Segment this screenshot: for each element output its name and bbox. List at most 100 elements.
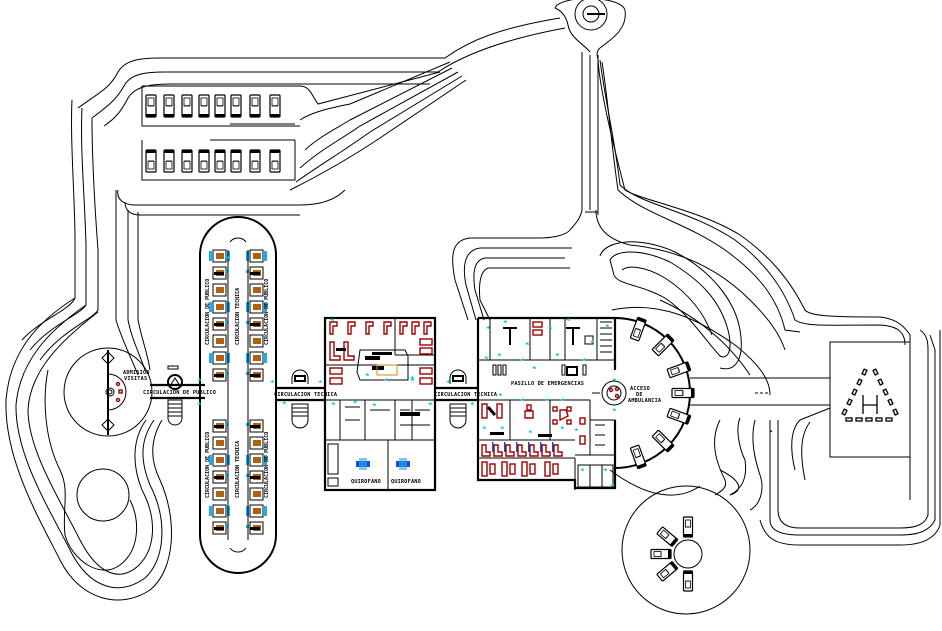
bathroom <box>209 353 213 363</box>
door-swing <box>500 426 504 429</box>
door-swing <box>197 402 201 405</box>
door <box>225 321 228 324</box>
door-swing <box>270 380 274 383</box>
locker <box>347 321 356 335</box>
ambulance-bay <box>666 407 692 425</box>
helipad-light <box>865 417 873 422</box>
ambulance-bay <box>651 429 675 453</box>
emergency-block: PASILLO DE EMERGENCIAS <box>476 316 617 490</box>
door-swing <box>353 400 357 403</box>
bed <box>253 338 261 344</box>
surgical-block: QUIROFANO QUIROFANO <box>323 316 437 492</box>
door-swing <box>520 398 524 401</box>
door-swing <box>612 408 616 411</box>
door-swing <box>498 393 502 396</box>
desk <box>490 432 504 435</box>
bathroom <box>263 302 267 312</box>
parked-car <box>214 94 226 118</box>
bed <box>253 253 261 259</box>
patient-room <box>212 283 227 297</box>
label-admission-2: VISITAS <box>124 376 147 382</box>
ward-corridor-wall <box>227 250 249 540</box>
locker <box>365 321 374 335</box>
access-roads <box>5 0 941 601</box>
bathroom <box>263 506 267 516</box>
door-swing <box>197 378 201 381</box>
door-swing <box>331 402 335 405</box>
bathroom <box>209 455 213 465</box>
door-swing <box>580 468 584 471</box>
bed <box>253 508 261 514</box>
label-ward-public-right: CIRCULACION DE PUBLICO <box>264 279 270 345</box>
parked-car <box>269 94 281 118</box>
desk <box>419 338 433 346</box>
nurse-station <box>214 476 224 479</box>
door-swing <box>582 358 586 361</box>
label-operating-room-2: QUIROFANO <box>391 479 421 485</box>
curtain <box>492 442 494 452</box>
wc-stall <box>552 463 559 475</box>
parked-car <box>198 94 210 118</box>
locker <box>411 321 420 335</box>
helipad-light <box>892 408 899 416</box>
label-ward-public-left: CIRCULACION DE PUBLICO <box>205 279 211 345</box>
helipad-light <box>887 398 894 406</box>
wc-stall <box>501 461 508 477</box>
label-emergency-hall: PASILLO DE EMERGENCIAS <box>511 381 584 387</box>
door-swing <box>574 428 578 431</box>
helipad-light <box>845 417 853 422</box>
door-swing <box>560 426 564 429</box>
bed <box>216 491 224 497</box>
parking-lot <box>141 86 300 181</box>
er-bed <box>541 444 551 457</box>
door-swing <box>528 430 532 433</box>
nurse-station <box>214 323 224 326</box>
parked-car <box>145 94 157 118</box>
door <box>225 423 228 426</box>
wc-stall <box>529 463 536 475</box>
desk <box>329 377 343 385</box>
er-bed <box>505 444 515 457</box>
door-swing <box>545 398 549 401</box>
er-bed <box>553 444 563 457</box>
bed <box>216 253 224 259</box>
label-public-circulation: CIRCULACION DE PUBLICO <box>143 390 216 396</box>
door-swing <box>605 324 609 327</box>
bed <box>253 440 261 446</box>
bathroom <box>263 353 267 363</box>
door-swing <box>555 353 559 356</box>
wc-stall <box>509 463 516 475</box>
parked-car <box>249 94 261 118</box>
curtain <box>504 442 506 452</box>
label-ward-technical-lower: CIRCULACION TECNICA <box>235 441 241 498</box>
door-swing <box>484 356 488 359</box>
wc-stall <box>489 463 496 475</box>
locker <box>329 341 341 361</box>
door-swing <box>428 402 432 405</box>
er-bed <box>517 444 527 457</box>
wc-stall <box>481 461 488 477</box>
bed <box>216 440 224 446</box>
ambulance-bay <box>629 444 647 470</box>
door-swing <box>532 366 536 369</box>
nurse-station <box>250 476 260 479</box>
nurse-station <box>250 272 260 275</box>
door-swing <box>226 256 230 259</box>
nurse-station <box>214 425 224 428</box>
parked-car <box>230 94 242 118</box>
patient-room <box>212 334 227 348</box>
door-swing <box>372 403 376 406</box>
patient-room <box>212 436 227 450</box>
bathroom <box>209 506 213 516</box>
ambulance-bay <box>682 516 694 538</box>
er-bed <box>493 444 503 457</box>
public-corridor: CIRCULACION DE PUBLICO <box>143 365 216 426</box>
label-admission-1: ADMISION <box>123 370 150 376</box>
parked-car <box>181 149 193 173</box>
label-ambulance-access-1: ACCESO <box>630 386 650 392</box>
label-ward-technical: CIRCULACION TECNICA <box>235 288 241 345</box>
door-swing <box>410 376 414 379</box>
parked-car <box>181 94 193 118</box>
locker <box>423 321 432 335</box>
bathroom <box>209 302 213 312</box>
